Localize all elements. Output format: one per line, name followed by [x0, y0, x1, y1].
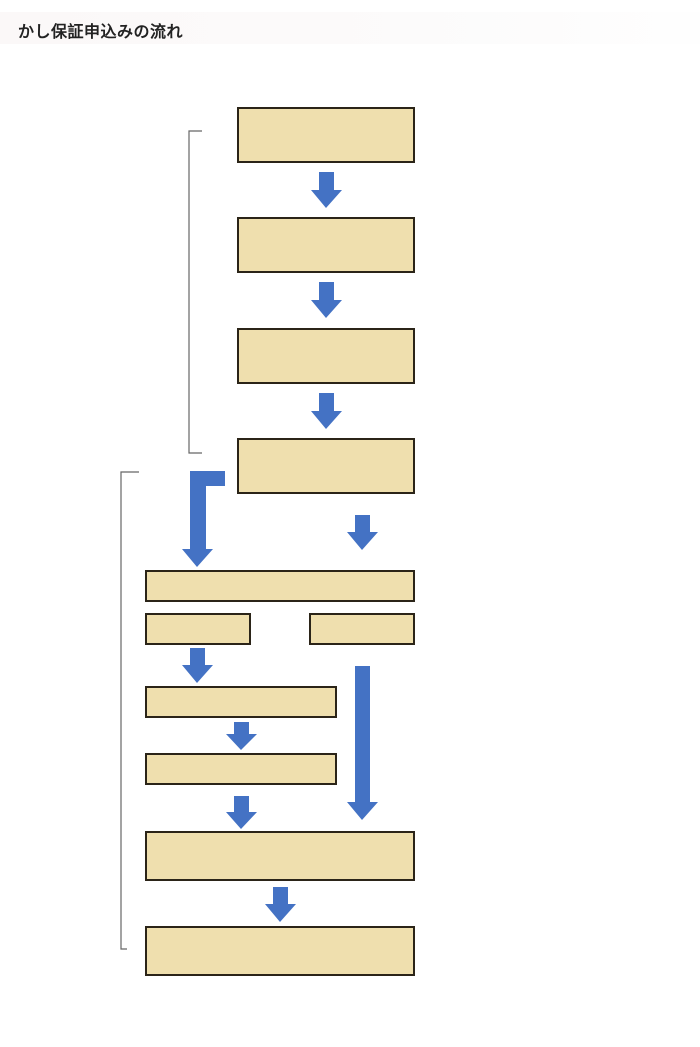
bracket-icon	[188, 130, 202, 454]
arrow-down-icon	[347, 515, 378, 550]
flow-box-8	[145, 753, 337, 785]
bracket-icon	[120, 471, 139, 950]
flow-box-4	[237, 438, 415, 494]
flow-box-5-wide	[145, 570, 415, 602]
arrow-down-icon	[311, 282, 342, 318]
flow-box-6b	[309, 613, 415, 645]
arrow-down-icon	[311, 172, 342, 208]
arrow-down-icon	[226, 796, 257, 829]
arrow-down-icon	[182, 648, 213, 683]
arrow-down-icon	[182, 471, 225, 567]
arrow-down-icon	[311, 393, 342, 429]
flow-box-9	[145, 831, 415, 881]
flow-box-10	[145, 926, 415, 976]
flow-box-2	[237, 217, 415, 273]
flow-box-7	[145, 686, 337, 718]
flow-box-3	[237, 328, 415, 384]
title-bar	[0, 12, 700, 44]
flow-box-6a	[145, 613, 251, 645]
flow-box-1	[237, 107, 415, 163]
arrow-down-icon	[226, 722, 257, 750]
arrow-down-icon	[265, 887, 296, 922]
arrow-down-icon	[347, 666, 378, 820]
page-title: かし保証申込みの流れ	[18, 22, 184, 41]
